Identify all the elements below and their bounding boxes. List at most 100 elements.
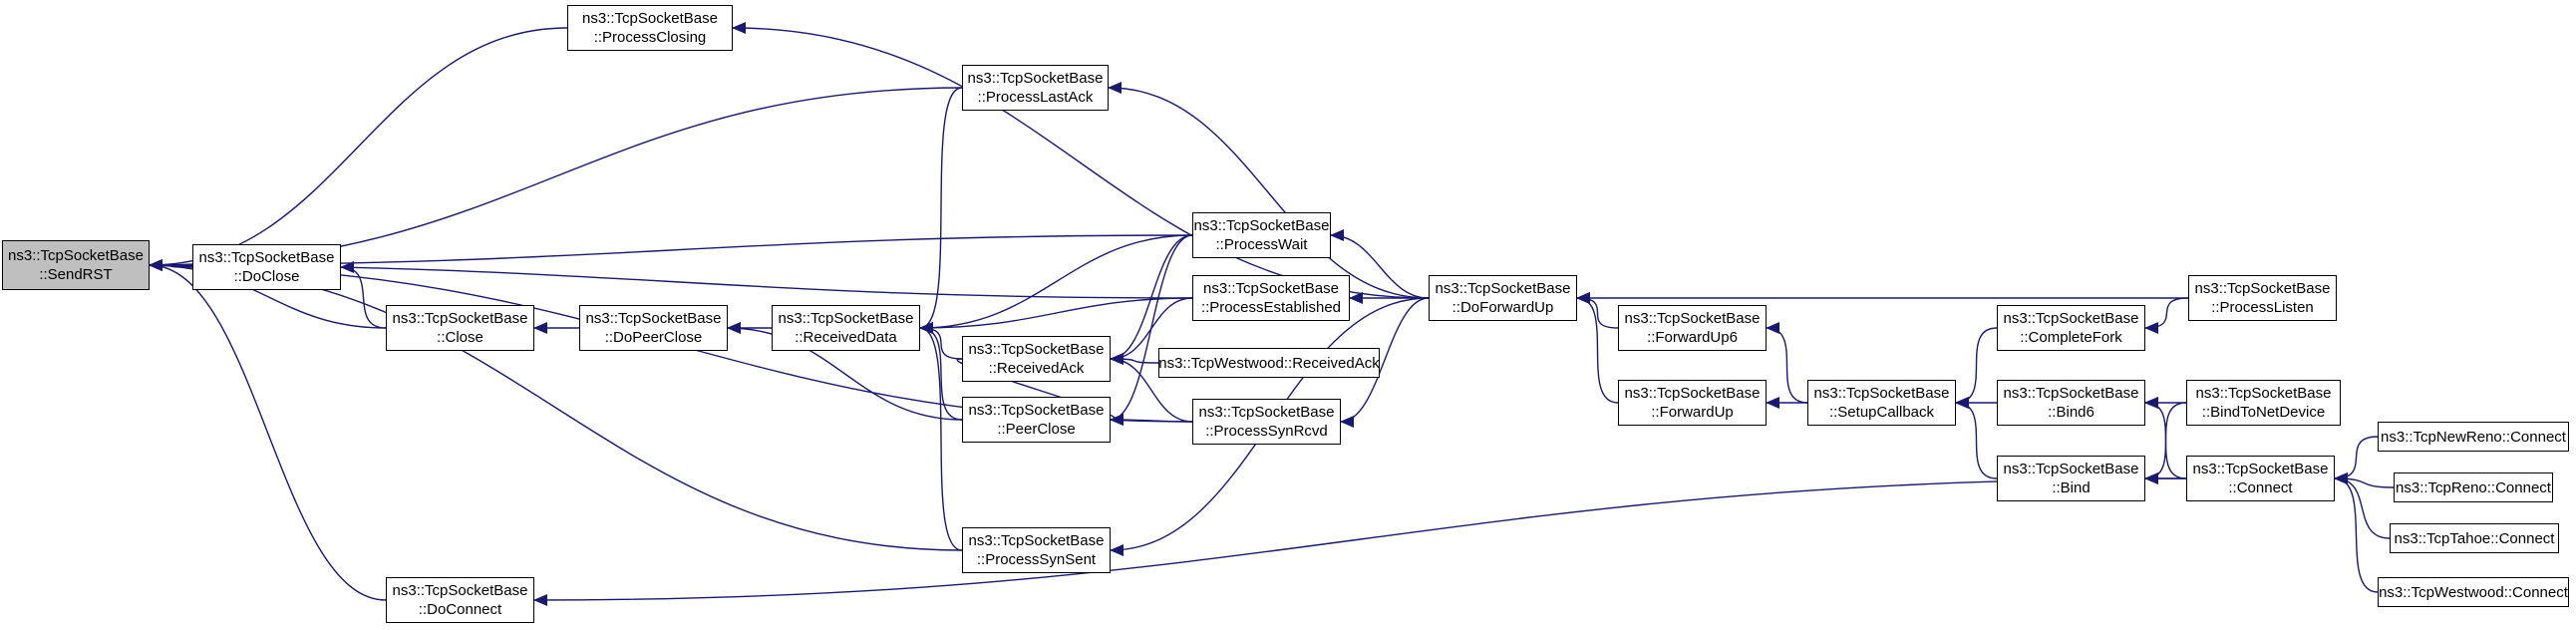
node-processsynrcvd[interactable]: ns3::TcpSocketBase::ProcessSynRcvd [1192,399,1341,445]
node-sendrst[interactable]: ns3::TcpSocketBase::SendRST [2,240,150,290]
edge-completefork-to-setupcallback [1955,327,1998,409]
node-label-line: ns3::TcpSocketBase [1813,385,1950,402]
node-label-line: ::ForwardUp6 [1647,329,1738,346]
node-label-line: ns3::TcpSocketBase [2003,385,2139,402]
edge-processlastack-to-receiveddata [919,87,963,334]
edge-processwait-to-receiveddata [919,234,1193,334]
node-label-line: ns3::TcpSocketBase [392,310,528,327]
node-doconnect[interactable]: ns3::TcpSocketBase::DoConnect [386,577,534,623]
node-label-line: ns3::TcpSocketBase [968,402,1105,419]
node-label-line: ns3::TcpSocketBase [1203,280,1339,297]
node-label-line: ns3::TcpSocketBase [1435,280,1571,297]
node-label-line: ::ReceivedData [795,329,897,346]
edge-newrenoconnect-to-connect [2334,436,2379,484]
edge-processwait-to-peerclose [1110,234,1193,426]
node-completefork[interactable]: ns3::TcpSocketBase::CompleteFork [1997,305,2145,351]
node-newrenoconnect[interactable]: ns3::TcpNewReno::Connect [2378,422,2569,452]
node-label-line: ns3::TcpNewReno::Connect [2381,428,2566,446]
node-label-line: ns3::TcpSocketBase [585,310,722,327]
node-label-line: ns3::TcpSocketBase [8,247,144,264]
node-label-line: ns3::TcpSocketBase [198,249,335,266]
node-label-line: ::Connect [2228,479,2293,496]
node-processsynsent[interactable]: ns3::TcpSocketBase::ProcessSynSent [962,527,1111,573]
node-label-line: ::ProcessLastAck [977,89,1094,106]
node-label-line: ::Bind6 [2048,404,2094,421]
edge-peerclose-to-dopeerclose [727,322,963,421]
node-doclose[interactable]: ns3::TcpSocketBase::DoClose [192,244,341,290]
node-label-line: ::ProcessClosing [593,29,707,46]
node-label-line: ::CompleteFork [2020,329,2122,346]
edge-processlisten-to-completefork [2144,297,2189,334]
node-label-line: ::ForwardUp [1651,404,1734,421]
node-label-line: ::Bind [2052,479,2091,496]
node-processlastack[interactable]: ns3::TcpSocketBase::ProcessLastAck [962,65,1109,111]
node-setupcallback[interactable]: ns3::TcpSocketBase::SetupCallback [1807,380,1956,426]
edge-doforwardup-to-processsynrcvd [1340,297,1430,428]
edge-bindtonetdevice-to-bind [2144,402,2187,484]
node-label-line: ::ReceivedAck [988,360,1085,377]
node-label-line: ns3::TcpWestwood::Connect [2379,583,2568,601]
node-receiveddata[interactable]: ns3::TcpSocketBase::ReceivedData [772,305,920,351]
edge-close-to-sendrst [149,259,387,329]
node-label-line: ::ProcessSynSent [976,551,1097,568]
node-label-line: ns3::TcpSocketBase [2003,310,2139,327]
node-connect[interactable]: ns3::TcpSocketBase::Connect [2186,456,2335,501]
node-processlisten[interactable]: ns3::TcpSocketBase::ProcessListen [2188,275,2337,321]
node-bind6[interactable]: ns3::TcpSocketBase::Bind6 [1997,380,2145,426]
edge-processsynrcvd-to-receivedack [1110,353,1193,423]
node-renoconnect[interactable]: ns3::TcpReno::Connect [2394,472,2553,502]
node-tahoeconnect[interactable]: ns3::TcpTahoe::Connect [2390,523,2559,553]
node-receivedack[interactable]: ns3::TcpSocketBase::ReceivedAck [962,336,1111,382]
node-processwait[interactable]: ns3::TcpSocketBase::ProcessWait [1192,212,1331,258]
edge-doforwardup-to-processlastack [1108,82,1430,299]
edge-westwoodconnect-to-connect [2334,472,2379,593]
node-label-line: ns3::TcpTahoe::Connect [2394,529,2555,547]
node-label-line: ns3::TcpSocketBase [968,341,1105,358]
node-label-line: ::ProcessListen [2211,299,2314,316]
node-label-line: ns3::TcpSocketBase [2194,280,2331,297]
node-label-line: ns3::TcpSocketBase [2003,461,2139,477]
node-label-line: ::PeerClose [997,421,1076,438]
node-label-line: ns3::TcpReno::Connect [2396,478,2551,496]
node-label-line: ::ProcessSynRcvd [1205,423,1328,440]
node-label-line: ::Close [437,329,483,346]
node-label-line: ns3::TcpSocketBase [778,310,914,327]
edge-forwardup6-to-doforwardup [1576,292,1619,329]
node-label-line: ::DoForwardUp [1451,299,1554,316]
node-dopeerclose[interactable]: ns3::TcpSocketBase::DoPeerClose [579,305,728,351]
node-doforwardup[interactable]: ns3::TcpSocketBase::DoForwardUp [1429,275,1577,321]
edge-doforwardup-to-processwait [1330,229,1430,299]
node-bind[interactable]: ns3::TcpSocketBase::Bind [1997,456,2145,501]
node-label-line: ns3::TcpSocketBase [1198,404,1335,421]
edge-processlastack-to-sendrst [149,87,963,271]
node-label-line: ns3::TcpSocketBase [1193,217,1330,234]
edge-doconnect-to-sendrst [149,259,387,601]
edge-processwait-to-receivedack [1110,234,1193,365]
node-label-line: ::SetupCallback [1828,404,1935,421]
edge-bind-to-setupcallback [1955,397,1998,479]
node-label-line: ::DoConnect [418,601,502,618]
node-forwardup6[interactable]: ns3::TcpSocketBase::ForwardUp6 [1618,305,1767,351]
node-label-line: ::DoPeerClose [604,329,703,346]
node-westwoodconnect[interactable]: ns3::TcpWestwood::Connect [2378,577,2569,607]
edge-processestablished-to-receiveddata [919,297,1193,334]
node-label-line: ns3::TcpSocketBase [1624,310,1761,327]
node-label-line: ::ProcessWait [1215,236,1308,253]
node-westwoodreceivedack[interactable]: ns3::TcpWestwood::ReceivedAck [1158,348,1380,378]
node-close[interactable]: ns3::TcpSocketBase::Close [386,305,534,351]
node-label-line: ns3::TcpSocketBase [967,70,1104,87]
edge-processsynrcvd-to-peerclose [1110,414,1193,427]
node-label-line: ::BindToNetDevice [2201,404,2326,421]
node-processestablished[interactable]: ns3::TcpSocketBase::ProcessEstablished [1192,275,1350,321]
node-forwardup[interactable]: ns3::TcpSocketBase::ForwardUp [1618,380,1767,426]
edge-receivedack-to-receiveddata [919,322,963,360]
node-label-line: ns3::TcpSocketBase [1624,385,1761,402]
node-label-line: ns3::TcpWestwood::ReceivedAck [1158,354,1380,372]
node-bindtonetdevice[interactable]: ns3::TcpSocketBase::BindToNetDevice [2186,380,2341,426]
node-peerclose[interactable]: ns3::TcpSocketBase::PeerClose [962,397,1111,443]
node-label-line: ns3::TcpSocketBase [968,532,1105,549]
edge-processclosing-to-sendrst [149,27,568,271]
node-label-line: ::DoClose [233,268,300,285]
node-processclosing[interactable]: ns3::TcpSocketBase::ProcessClosing [567,5,733,51]
node-label-line: ns3::TcpSocketBase [392,582,528,599]
